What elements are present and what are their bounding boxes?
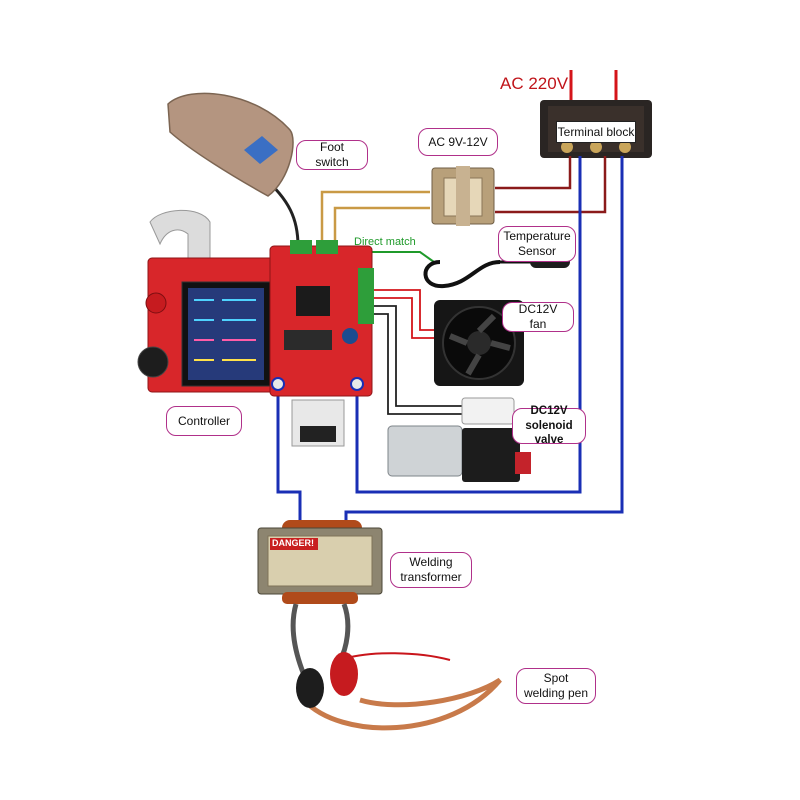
temperature-sensor-label: Temperature Sensor (498, 226, 576, 262)
control-board (269, 240, 374, 397)
ac-input-wires (569, 70, 618, 104)
cooling-fan (434, 300, 524, 386)
controller-label: Controller (166, 406, 242, 436)
foot-switch-pedal (167, 92, 294, 197)
small-transformer-label: AC 9V-12V (418, 128, 498, 156)
welding-transformer (257, 520, 383, 604)
valve-wires (372, 305, 462, 415)
welding-cables (290, 603, 502, 731)
transformer-feed-wires (495, 156, 607, 214)
direct-match-label: Direct match (354, 236, 416, 248)
solenoid-valve-label: DC12V solenoid valve (512, 405, 586, 446)
spot-welding-pen (296, 652, 358, 708)
solenoid-valve (387, 397, 531, 482)
transformer-warning-text: DANGER! (272, 538, 314, 548)
ac-220v-title: AC 220V (500, 74, 569, 93)
controller-display-module (137, 209, 277, 393)
foot-switch-label: Foot switch (296, 140, 368, 170)
small-transformer (431, 166, 495, 226)
fan-label: DC12V fan (502, 302, 574, 332)
welding-transformer-label: Welding transformer (390, 552, 472, 588)
fan-wires (372, 289, 436, 339)
terminal-block-label: Terminal block (556, 121, 636, 143)
low-voltage-wires (320, 190, 430, 242)
spot-welding-pen-label: Spot welding pen (516, 668, 596, 704)
thyristor-module (291, 399, 345, 447)
